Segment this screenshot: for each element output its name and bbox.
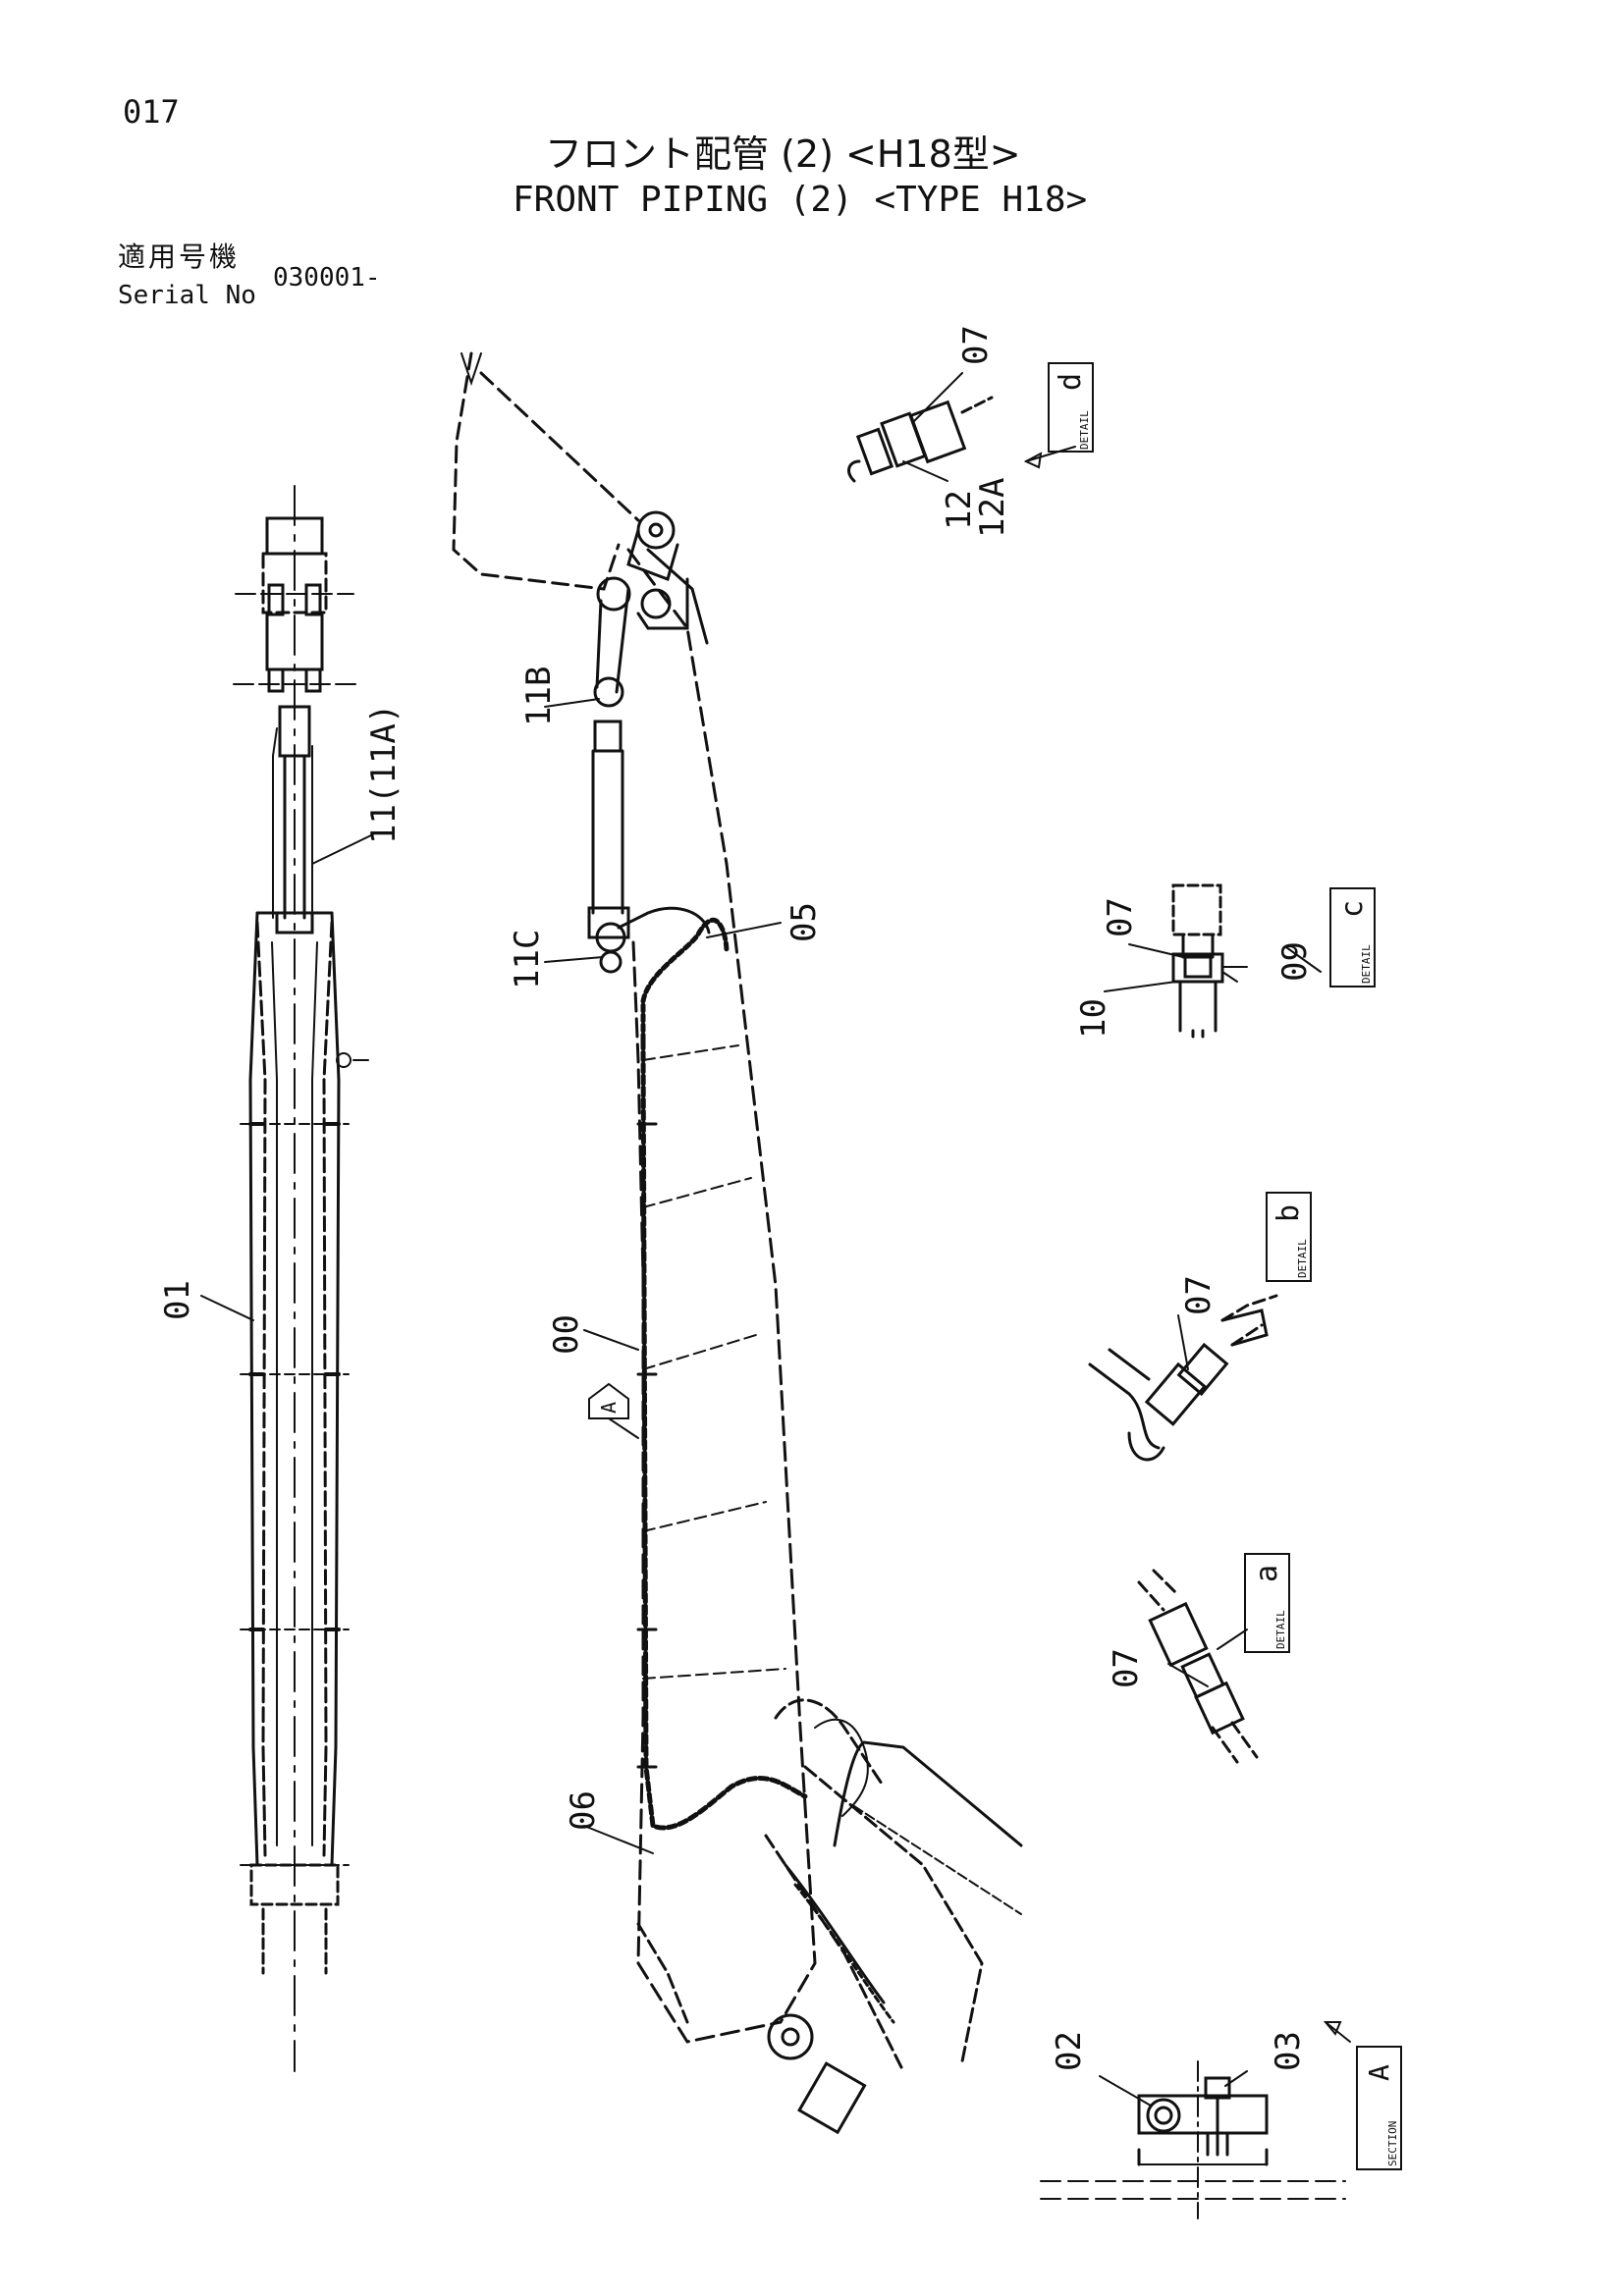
section-tag-a-letter: A [1363,2064,1395,2081]
detail-d-view [847,396,1076,483]
callout-00: 00 [547,1314,586,1355]
callout-07-detail-c: 07 [1101,897,1140,937]
callout-06: 06 [564,1790,603,1831]
section-tag-a-word: SECTION [1386,2121,1399,2166]
callout-07-detail-b: 07 [1179,1275,1218,1315]
callout-11: 11(11A) [364,704,404,844]
section-a-view [1040,2021,1351,2219]
detail-c-view [1171,883,1322,1042]
callout-09: 09 [1275,941,1315,982]
callout-12a: 12A [973,478,1012,538]
view-marker-a: A [597,1402,621,1414]
detail-tag-d-word: DETAIL [1078,410,1091,450]
arm-top-view [233,485,369,2072]
serial-label-english: Serial No [118,281,256,310]
callout-11b: 11B [519,667,559,726]
callout-03: 03 [1269,2031,1308,2071]
detail-tag-a-letter: a [1250,1565,1284,1582]
callout-07-detail-d: 07 [956,325,996,365]
detail-tag-c-word: DETAIL [1360,944,1373,984]
serial-label-japanese: 適用号機 [118,240,241,273]
callout-10: 10 [1074,998,1113,1039]
arm-side-view [452,351,1023,2135]
callout-05: 05 [785,902,824,942]
leader-lines [200,372,1248,2107]
detail-tag-d-letter: d [1054,373,1088,391]
detail-tag-b-letter: b [1272,1204,1306,1222]
detail-tag-a-word: DETAIL [1274,1610,1287,1649]
serial-number-range: 030001- [273,263,381,293]
page-number: 017 [123,93,180,131]
detail-tag-c-letter: c [1335,900,1370,918]
callout-12: 12 [940,490,979,530]
title-english: FRONT PIPING (2) <TYPE H18> [513,180,1088,220]
callout-07-detail-a: 07 [1107,1648,1146,1688]
callout-02: 02 [1050,2031,1089,2071]
callout-11c: 11C [508,930,547,989]
callout-01: 01 [158,1280,197,1320]
title-japanese: フロント配管 (2) <H18型> [545,133,1021,176]
detail-b-view [1088,1294,1278,1462]
detail-tag-b-word: DETAIL [1296,1239,1309,1278]
detail-a-view [1137,1569,1259,1764]
